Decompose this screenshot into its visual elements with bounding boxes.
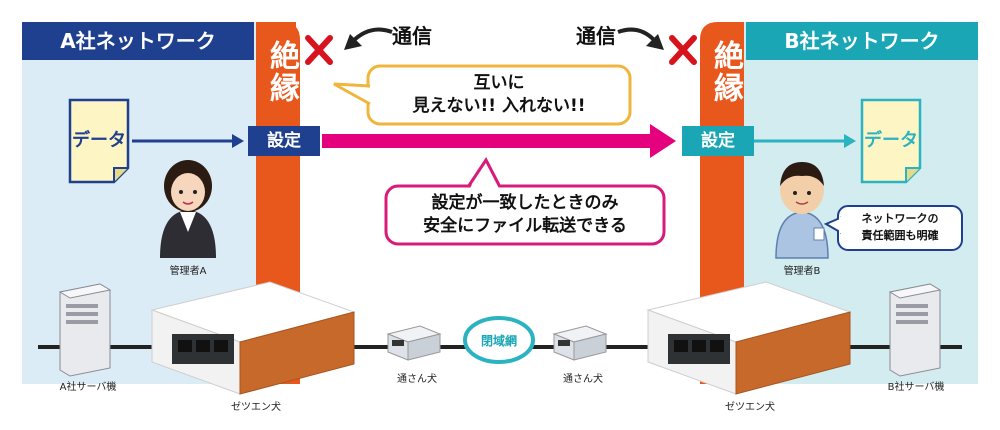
server-icon-b	[888, 283, 942, 377]
bubble-match-text: 設定が一致したときのみ 安全にファイル転送できる	[386, 192, 664, 238]
server-icon-a	[58, 283, 112, 377]
bubble-invisible-line1: 互いに	[473, 73, 525, 93]
bubble-match-line1: 設定が一致したときのみ	[431, 193, 619, 213]
bubble-match	[384, 157, 666, 246]
comm-label-b: 通信	[576, 24, 616, 48]
company-b-header	[746, 22, 978, 60]
tsusan-device-a	[386, 325, 442, 361]
setting-box-a	[248, 126, 320, 156]
tsusan-a-label: 通さん犬	[397, 374, 437, 385]
admin-a-label: 管理者A	[169, 266, 207, 277]
zetsuen-b-label: ゼツエン犬	[725, 402, 775, 413]
admin-a-figure	[160, 160, 216, 258]
server-b-label: B社サーバ機	[887, 382, 945, 393]
setting-label-a: 設定	[267, 131, 301, 151]
admin-b-label: 管理者B	[783, 266, 821, 277]
bubble-responsibility	[823, 205, 963, 251]
zetsuen-device-b	[646, 281, 852, 395]
bubble-match-line2: 安全にファイル転送できる	[423, 216, 627, 236]
setting-box-b	[682, 126, 754, 156]
bubble-invisible	[333, 64, 632, 126]
cross-icon-b	[669, 35, 697, 65]
bubble-responsibility-line1: ネットワークの	[861, 212, 939, 225]
isolation-label-b: 絶縁	[708, 40, 743, 104]
zetsuen-a-label: ゼツエン犬	[231, 402, 281, 413]
comm-label-a: 通信	[392, 24, 432, 48]
bubble-invisible-text: 互いに 見えない!! 入れない!!	[368, 72, 630, 118]
document-icon-b	[860, 98, 922, 184]
setting-label-b: 設定	[701, 131, 735, 151]
tsusan-b-label: 通さん犬	[563, 374, 603, 385]
bubble-invisible-line2: 見えない!! 入れない!!	[412, 96, 586, 116]
server-a-label: A社サーバ機	[59, 382, 117, 393]
closed-network-label: 閉域網	[480, 334, 517, 348]
isolation-label-a: 絶縁	[264, 40, 299, 104]
document-icon-a	[68, 98, 130, 184]
closed-network-circle	[463, 316, 535, 364]
company-a-header	[22, 22, 254, 60]
data-label-a: データ	[72, 130, 126, 151]
company-b-title: B社ネットワーク	[784, 29, 940, 53]
admin-b-figure	[775, 162, 829, 259]
tsusan-device-b	[552, 325, 608, 361]
company-a-title: A社ネットワーク	[60, 29, 216, 53]
data-label-b: データ	[864, 130, 918, 151]
cross-icon-a	[305, 35, 333, 65]
zetsuen-device-a	[150, 281, 356, 395]
bubble-responsibility-line2: 責任範囲も明確	[861, 229, 939, 242]
bubble-responsibility-text: ネットワークの 責任範囲も明確	[838, 210, 962, 244]
